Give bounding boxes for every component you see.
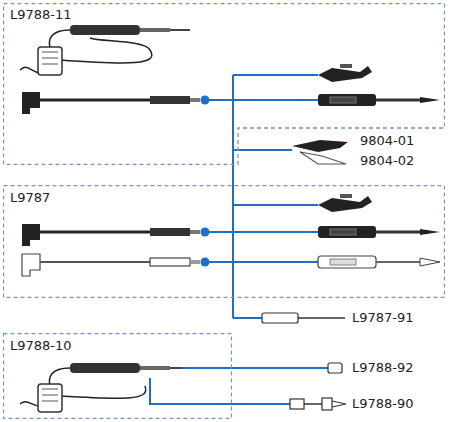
alligator-clip	[318, 194, 372, 212]
grabber-clips	[292, 140, 348, 164]
probe-pen	[20, 363, 182, 412]
black-probe	[318, 226, 440, 238]
group-heading: L9788-11	[8, 7, 74, 22]
grey-probe	[318, 256, 440, 268]
part-number: L9788-92	[352, 360, 414, 375]
group-box: L9787	[3, 185, 445, 298]
probe-pen	[20, 25, 190, 75]
black-lead-cable	[22, 92, 200, 114]
black-lead-cable	[22, 224, 200, 246]
group-box: L9788-10	[3, 333, 232, 419]
l9788-90-tip	[290, 398, 346, 410]
grey-lead-cable	[22, 254, 200, 276]
dashed-outline	[4, 4, 445, 165]
part-number: L9787-91	[352, 310, 414, 325]
dashed-outline	[4, 186, 445, 298]
part-number: 9804-01	[360, 133, 414, 148]
group-heading: L9788-10	[8, 338, 74, 353]
part-number: 9804-02	[360, 153, 414, 168]
l9787-91-tip	[262, 313, 345, 323]
part-number: L9788-90	[352, 396, 414, 411]
alligator-clip	[318, 64, 372, 82]
junction-dots	[201, 96, 210, 267]
black-probe	[318, 94, 440, 106]
connection-wires	[150, 75, 328, 404]
group-heading: L9787	[8, 190, 52, 205]
dashed-outline	[4, 334, 232, 419]
dashed-outline	[3, 185, 445, 298]
l9788-92-sleeve	[328, 363, 342, 373]
